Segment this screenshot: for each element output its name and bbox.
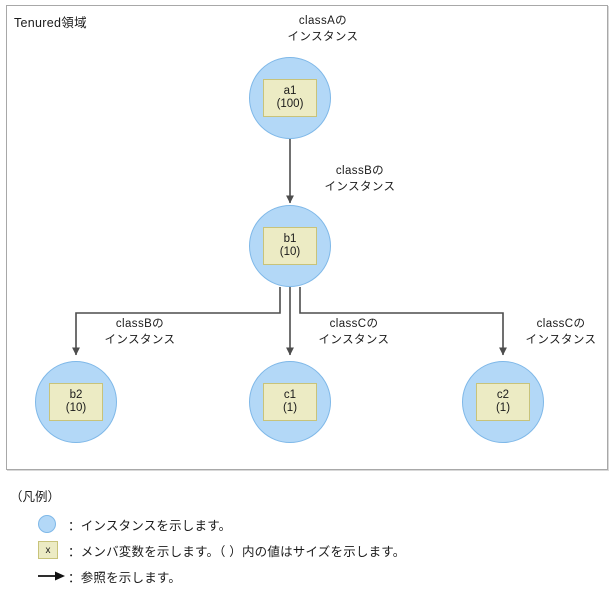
frame-title: Tenured領域 [14, 16, 87, 30]
edge-label-line1: classAの [298, 15, 348, 27]
legend-item-reference: ：参照を示します。 [10, 563, 610, 589]
member-size: (100) [276, 98, 304, 110]
edge-label-line2: インスタンス [324, 180, 396, 193]
member-box-icon: x [38, 541, 68, 559]
edge-label-line1: classBの [115, 318, 165, 330]
instance-node-c2[interactable]: c2 (1) [462, 361, 544, 443]
member-name: a1 [283, 84, 297, 97]
legend-item-label: ：メンバ変数を示します。（ ）内の値はサイズを示します。 [68, 544, 406, 559]
member-box-icon-text: x [38, 541, 58, 559]
member-variable-box: b1 (10) [263, 227, 317, 265]
instance-node-b2[interactable]: b2 (10) [35, 361, 117, 443]
member-name: c2 [496, 388, 510, 401]
edge-label-classC-c2: classCの インスタンス [511, 317, 611, 348]
edge-label-classC-c1: classCの インスタンス [299, 317, 409, 348]
legend: （凡例） ：インスタンスを示します。 x ：メンバ変数を示します。（ ）内の値は… [10, 486, 610, 589]
member-size: (1) [495, 402, 511, 414]
member-variable-box: c2 (1) [476, 383, 530, 421]
edge-label-classA: classAの インスタンス [253, 14, 393, 45]
edge-label-line1: classBの [335, 165, 385, 177]
instance-node-c1[interactable]: c1 (1) [249, 361, 331, 443]
legend-item-label: ：参照を示します。 [68, 570, 182, 585]
edge-label-line1: classCの [536, 318, 586, 330]
legend-item-member: x ：メンバ変数を示します。（ ）内の値はサイズを示します。 [10, 537, 610, 563]
member-size: (10) [65, 402, 87, 414]
edge-label-line2: インスタンス [287, 30, 359, 43]
legend-title: （凡例） [10, 490, 61, 504]
instance-node-b1[interactable]: b1 (10) [249, 205, 331, 287]
legend-item-label: ：インスタンスを示します。 [68, 518, 232, 533]
member-variable-box: a1 (100) [263, 79, 317, 117]
edge-label-classB-b2: classBの インスタンス [85, 317, 195, 348]
member-name: b1 [283, 232, 297, 245]
member-name: c1 [283, 388, 297, 401]
edge-label-line2: インスタンス [525, 333, 597, 346]
member-size: (1) [282, 402, 298, 414]
member-variable-box: c1 (1) [263, 383, 317, 421]
reference-arrow-icon [38, 571, 68, 581]
edge-label-classB-b1: classBの インスタンス [300, 164, 420, 195]
member-name: b2 [69, 388, 83, 401]
instance-node-a1[interactable]: a1 (100) [249, 57, 331, 139]
edge-label-line2: インスタンス [318, 333, 390, 346]
legend-item-instance: ：インスタンスを示します。 [10, 511, 610, 537]
edge-label-line1: classCの [329, 318, 379, 330]
member-size: (10) [279, 246, 301, 258]
instance-circle-icon [38, 515, 68, 533]
edge-label-line2: インスタンス [104, 333, 176, 346]
member-variable-box: b2 (10) [49, 383, 103, 421]
